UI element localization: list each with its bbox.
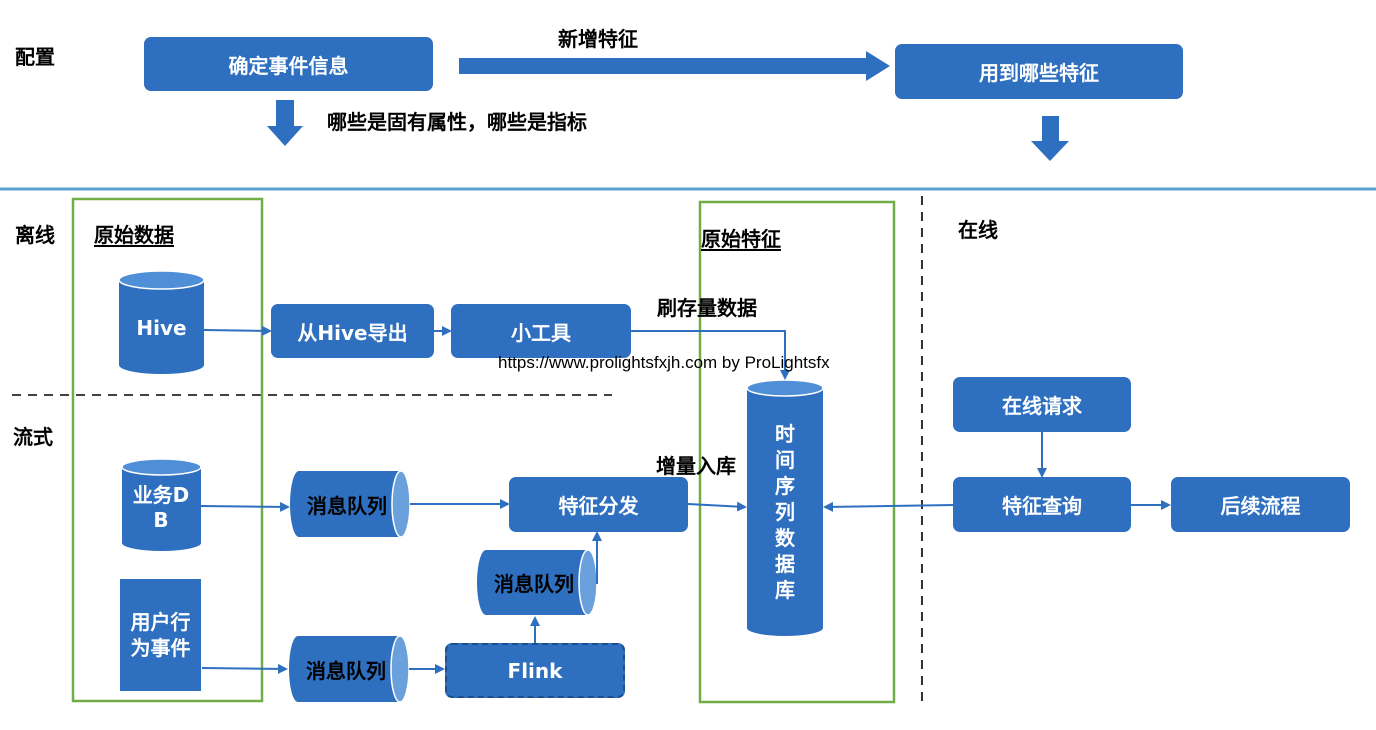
message-queue-2-label: 消息队列 (494, 572, 574, 596)
small-tool-box: 小工具 (451, 304, 631, 358)
flink-box: Flink (445, 643, 625, 698)
raw-data-title: 原始数据 (94, 223, 174, 247)
flush-existing-data-label: 刷存量数据 (657, 296, 757, 320)
raw-data-frame (71, 197, 264, 703)
user-behavior-events-box: 用户行为事件 (120, 579, 201, 691)
downstream-flow-box: 后续流程 (1171, 477, 1350, 532)
arrow-hive-to-export (203, 325, 272, 336)
section-label-config: 配置 (15, 45, 55, 69)
which-features-used-box: 用到哪些特征 (895, 44, 1183, 99)
feature-query-box: 特征查询 (953, 477, 1131, 532)
message-queue-1-label: 消息队列 (307, 493, 387, 518)
section-label-stream: 流式 (13, 425, 53, 449)
incremental-ingest-label: 增量入库 (656, 454, 736, 478)
message-queue-1-shape (290, 470, 411, 538)
down-block-arrow-right (1031, 116, 1069, 161)
timeseries-db-cylinder (746, 379, 824, 636)
feature-dispatch-box: 特征分发 (509, 477, 688, 532)
down-block-arrow-left (267, 100, 303, 146)
online-request-box: 在线请求 (953, 377, 1131, 432)
message-queue-3-label: 消息队列 (306, 658, 386, 683)
section-label-offline: 离线 (15, 223, 55, 247)
arrow-db-to-queue (200, 501, 290, 512)
watermark-text: https://www.prolightsfxjh.com by ProLigh… (498, 353, 830, 372)
add-features-block-arrow (459, 51, 890, 81)
raw-features-title: 原始特征 (701, 227, 781, 251)
arrow-events-to-queue (201, 663, 288, 674)
hive-cylinder (118, 270, 205, 374)
business-db-label: 业务DB (132, 483, 190, 532)
timeseries-db-label: 时间序列数据库 (775, 422, 795, 602)
raw-features-frame (698, 200, 896, 704)
arrow-tool-to-tsdb (631, 330, 790, 380)
determine-event-info-box: 确定事件信息 (144, 37, 433, 91)
business-db-cylinder (121, 458, 202, 551)
export-from-hive-box: 从Hive导出 (271, 304, 434, 358)
attributes-vs-metrics-label: 哪些是固有属性，哪些是指标 (327, 110, 587, 134)
arrow-dispatch-to-tsdb (687, 501, 747, 512)
arrow-query-to-tsdb (823, 501, 955, 512)
hive-label: Hive (136, 316, 187, 340)
add-features-label: 新增特征 (558, 27, 638, 51)
message-queue-3-shape (289, 635, 410, 703)
section-label-online: 在线 (958, 218, 998, 242)
